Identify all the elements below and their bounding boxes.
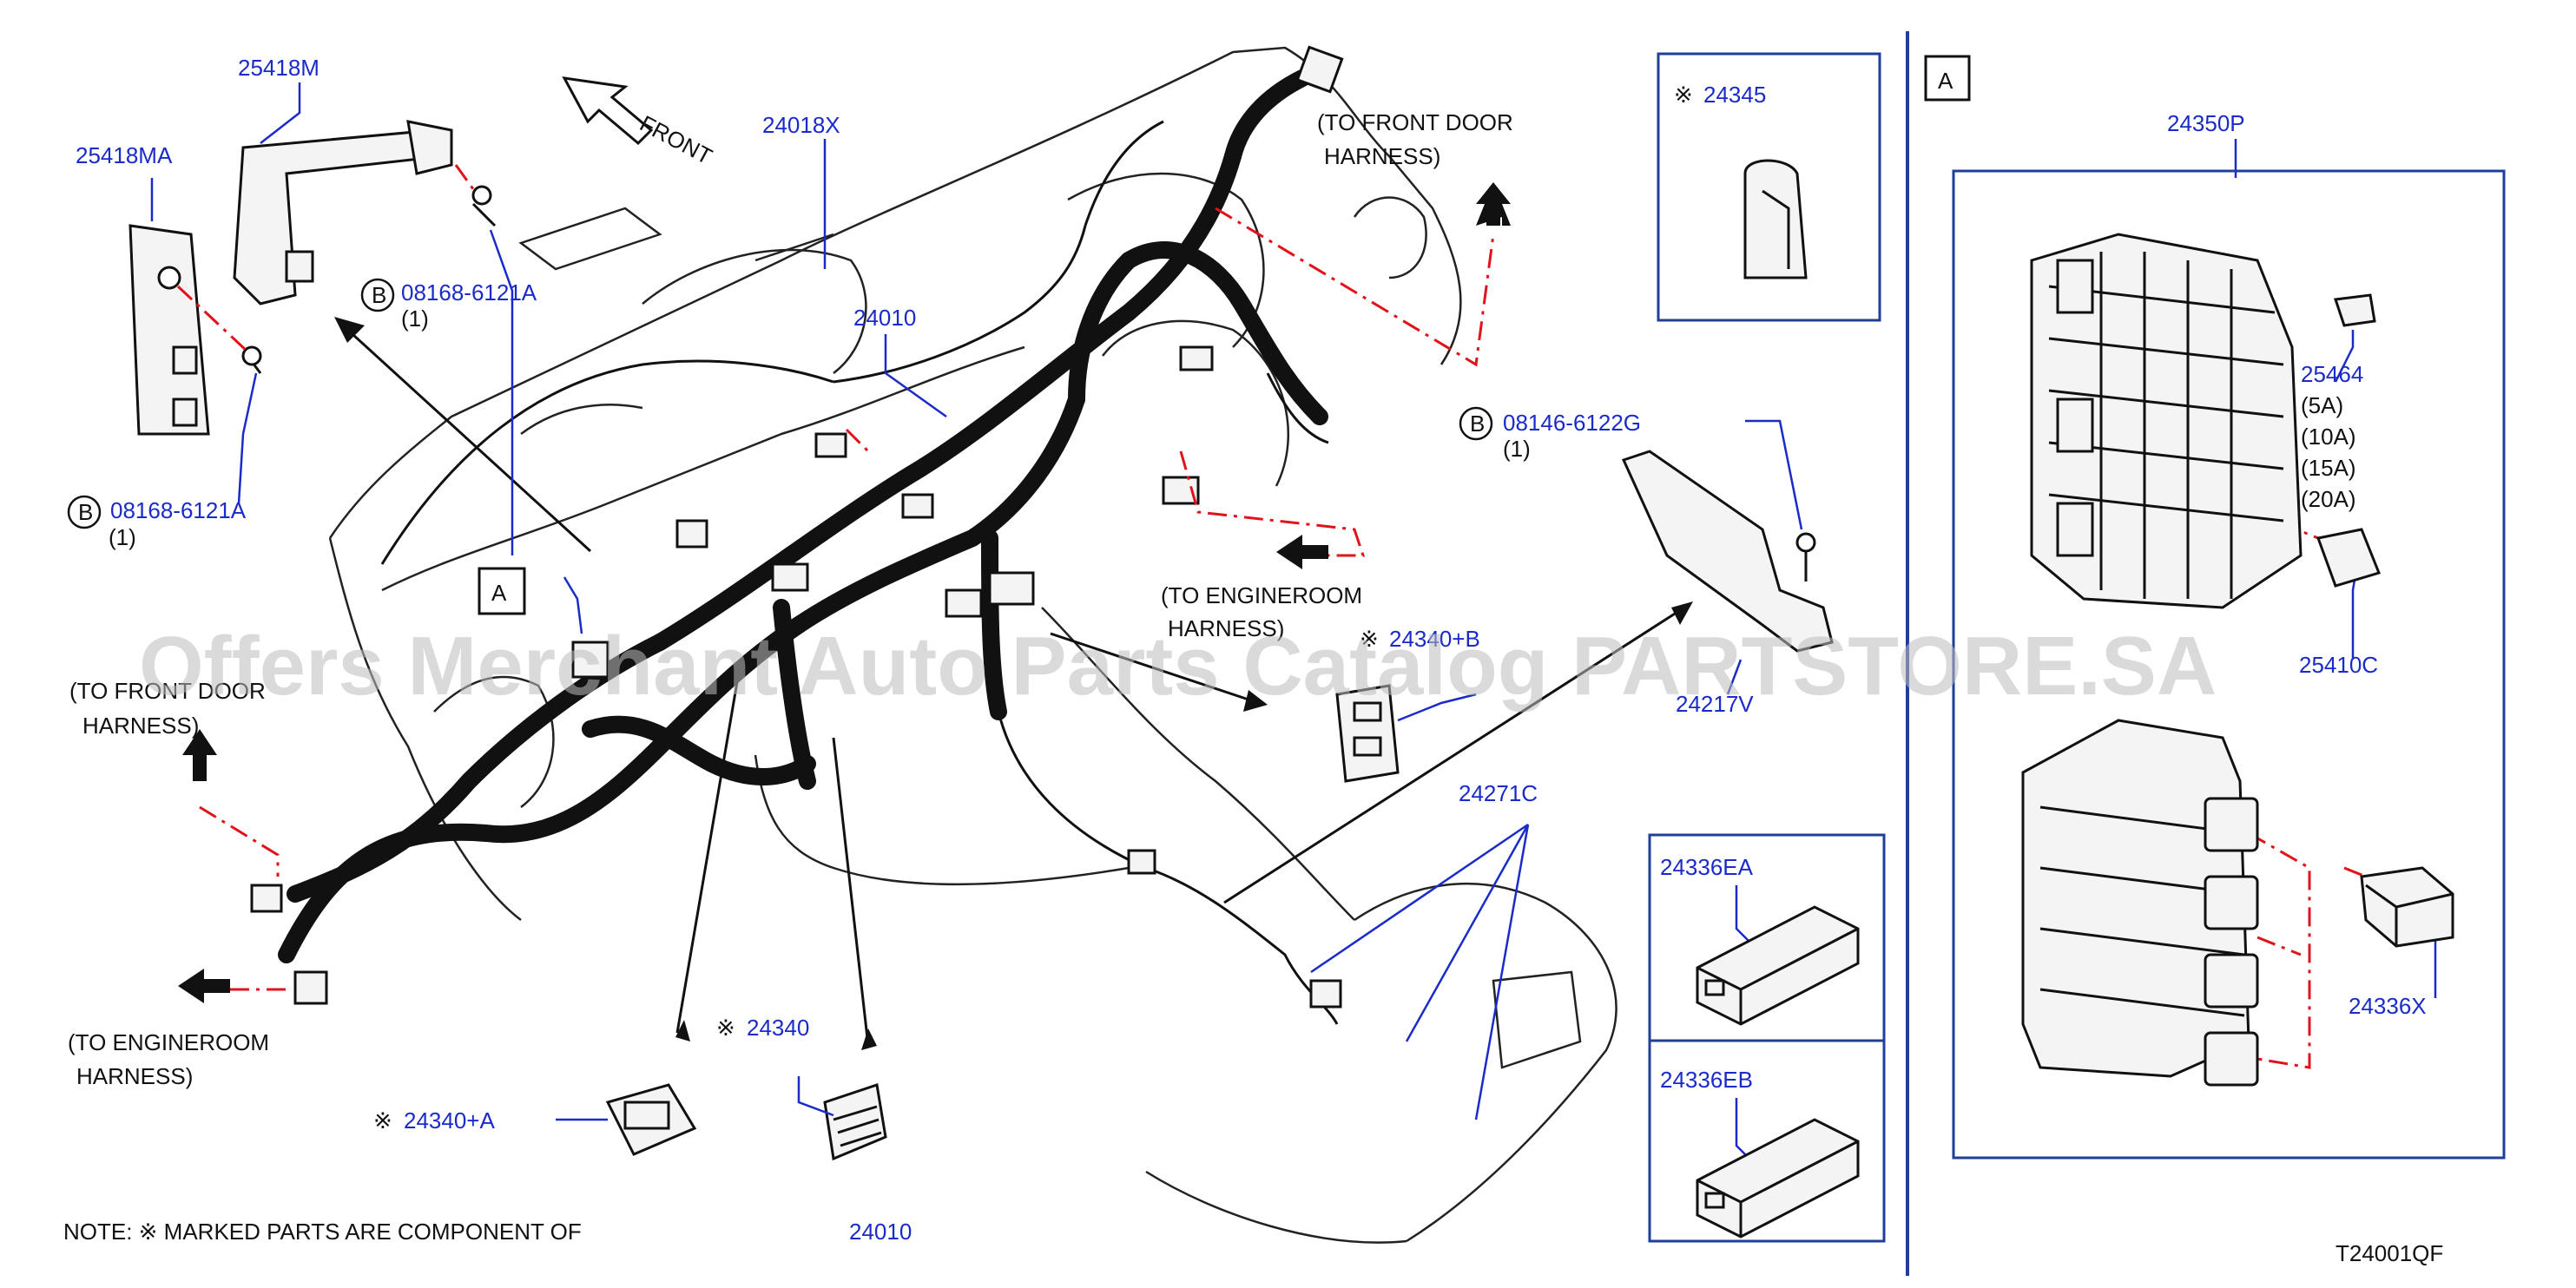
front-arrow	[562, 76, 654, 146]
label-24340A: 24340+A	[404, 1107, 495, 1134]
label-25464: 25464	[2301, 361, 2363, 387]
circle-b-2: B	[78, 499, 93, 525]
to-engineroom-1a: (TO ENGINEROOM	[1161, 582, 1362, 608]
relay-24336EA	[1696, 905, 1860, 1026]
label-08146-6122G: 08146-6122G	[1503, 410, 1641, 436]
harness-connectors	[250, 45, 1344, 1009]
qty-08146: (1)	[1503, 436, 1531, 462]
label-24010-top: 24010	[853, 305, 916, 331]
label-24336EB: 24336EB	[1660, 1067, 1753, 1093]
label-08168-6121A-1: 08168-6121A	[401, 279, 537, 306]
qty-08168-1: (1)	[401, 306, 429, 332]
front-label: FRONT	[636, 110, 716, 170]
note-ref-24010: 24010	[849, 1219, 912, 1245]
amp-15a: (15A)	[2301, 455, 2356, 481]
label-24340: 24340	[747, 1015, 809, 1041]
part-24345	[1743, 159, 1808, 279]
label-25410C: 25410C	[2299, 652, 2378, 678]
relay-24336EB	[1696, 1118, 1860, 1239]
to-front-door-2a: (TO FRONT DOOR	[69, 678, 266, 704]
to-front-door-1a: (TO FRONT DOOR	[1317, 109, 1513, 135]
mark-24340A: ※	[373, 1107, 392, 1134]
box-a-markers	[478, 55, 1971, 615]
label-24350P: 24350P	[2167, 110, 2245, 136]
relay-25410C	[2316, 528, 2382, 588]
mark-24340B: ※	[1360, 626, 1379, 652]
label-08168-6121A-2: 08168-6121A	[110, 497, 247, 523]
direction-arrows	[178, 182, 1693, 1050]
label-24018X: 24018X	[762, 112, 840, 138]
part-24340B	[1335, 684, 1400, 783]
bracket-25418MA	[128, 224, 262, 436]
circle-b-3: B	[1470, 411, 1485, 437]
fuse-block-lower	[2021, 719, 2259, 1087]
main-harness	[278, 69, 1339, 1025]
dashboard-outline	[328, 46, 1617, 1244]
diagram-code: T24001QF	[2336, 1240, 2443, 1266]
to-front-door-1b: HARNESS)	[1324, 143, 1440, 169]
label-24217V: 24217V	[1676, 691, 1754, 717]
leader-lines	[150, 82, 2437, 1164]
callout-boxes	[1648, 31, 2506, 1276]
amp-10a: (10A)	[2301, 424, 2356, 450]
to-engineroom-2a: (TO ENGINEROOM	[68, 1029, 269, 1055]
label-24336X: 24336X	[2349, 993, 2427, 1019]
to-engineroom-2b: HARNESS)	[76, 1063, 193, 1089]
part-24340	[823, 1083, 887, 1161]
bracket-25418M	[233, 120, 497, 306]
box-a-label-2: A	[1938, 68, 1953, 94]
relay-24336X	[2360, 866, 2454, 948]
mark-24345: ※	[1674, 82, 1693, 108]
label-24271C: 24271C	[1459, 780, 1538, 806]
label-25418M: 25418M	[238, 55, 320, 81]
to-engineroom-1b: HARNESS)	[1168, 615, 1284, 641]
circle-b-markers	[67, 278, 1493, 529]
part-24340A	[605, 1083, 697, 1156]
label-24340B: 24340+B	[1389, 626, 1480, 652]
circle-b-1: B	[372, 282, 386, 308]
box-a-label-1: A	[491, 580, 507, 606]
amp-20a: (20A)	[2301, 486, 2356, 512]
amp-5a: (5A)	[2301, 392, 2343, 418]
label-24336EA: 24336EA	[1660, 854, 1754, 880]
fuse-25464	[2333, 293, 2376, 327]
fuse-block-upper	[2030, 233, 2303, 609]
bracket-24217V	[1621, 450, 1834, 653]
part-labels: 25418M 25418MA 24018X 24010 B 08168-6121…	[63, 55, 2443, 1266]
mark-24340: ※	[716, 1015, 735, 1041]
to-front-door-2b: HARNESS)	[82, 713, 199, 739]
note-text: NOTE: ※ MARKED PARTS ARE COMPONENT OF	[63, 1219, 582, 1245]
qty-08168-2: (1)	[109, 524, 136, 550]
watermark: Offers Merchant Auto Parts Catalog PARTS…	[139, 620, 2217, 713]
arrow-to-25418M	[341, 324, 592, 553]
label-25418MA: 25418MA	[76, 142, 173, 168]
label-24345: 24345	[1703, 82, 1766, 108]
